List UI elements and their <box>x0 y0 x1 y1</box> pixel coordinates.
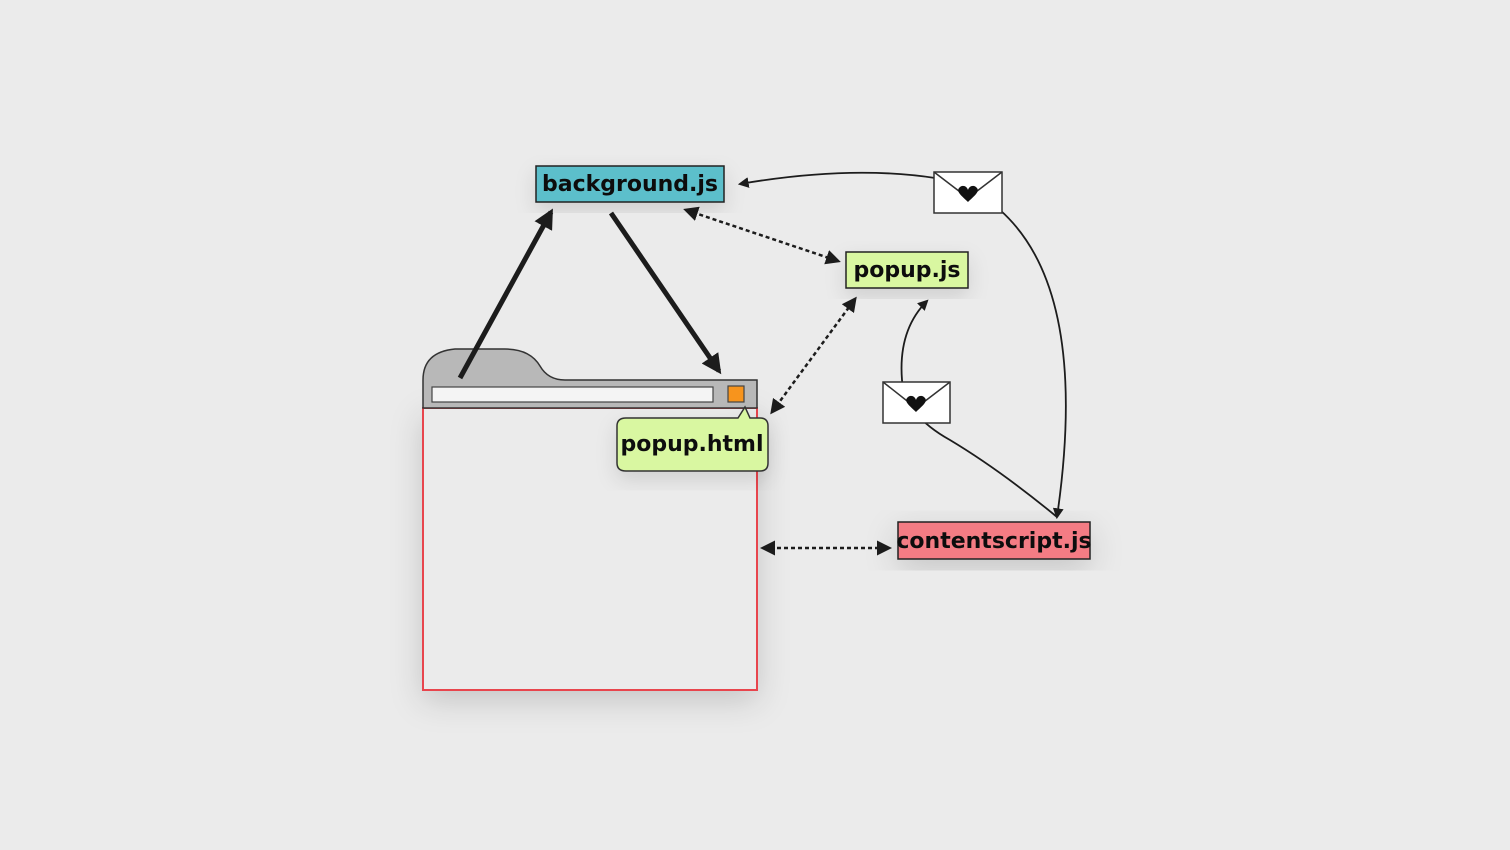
background-js-label: background.js <box>542 172 718 197</box>
extension-button[interactable] <box>727 385 745 403</box>
background-js-box <box>535 165 725 203</box>
background-js-node: background.js <box>535 165 725 203</box>
contentscript-js-label: contentscript.js <box>896 529 1091 554</box>
arrow-popup-html-popup-js <box>770 296 857 415</box>
arrow-browser-to-background <box>457 208 554 380</box>
arrow-background-to-extension <box>608 211 722 375</box>
popup-js-box <box>845 251 969 289</box>
contentscript-js-box <box>897 521 1091 560</box>
address-bar[interactable] <box>431 386 714 403</box>
envelope-heart-icon <box>933 171 1003 214</box>
popup-js-node: popup.js <box>845 251 969 289</box>
contentscript-js-node: contentscript.js <box>896 521 1092 560</box>
envelope-heart-icon <box>882 381 951 424</box>
popup-html-label: popup.html <box>620 432 763 457</box>
popup-js-label: popup.js <box>853 258 960 283</box>
arrow-background-popup <box>683 206 841 265</box>
